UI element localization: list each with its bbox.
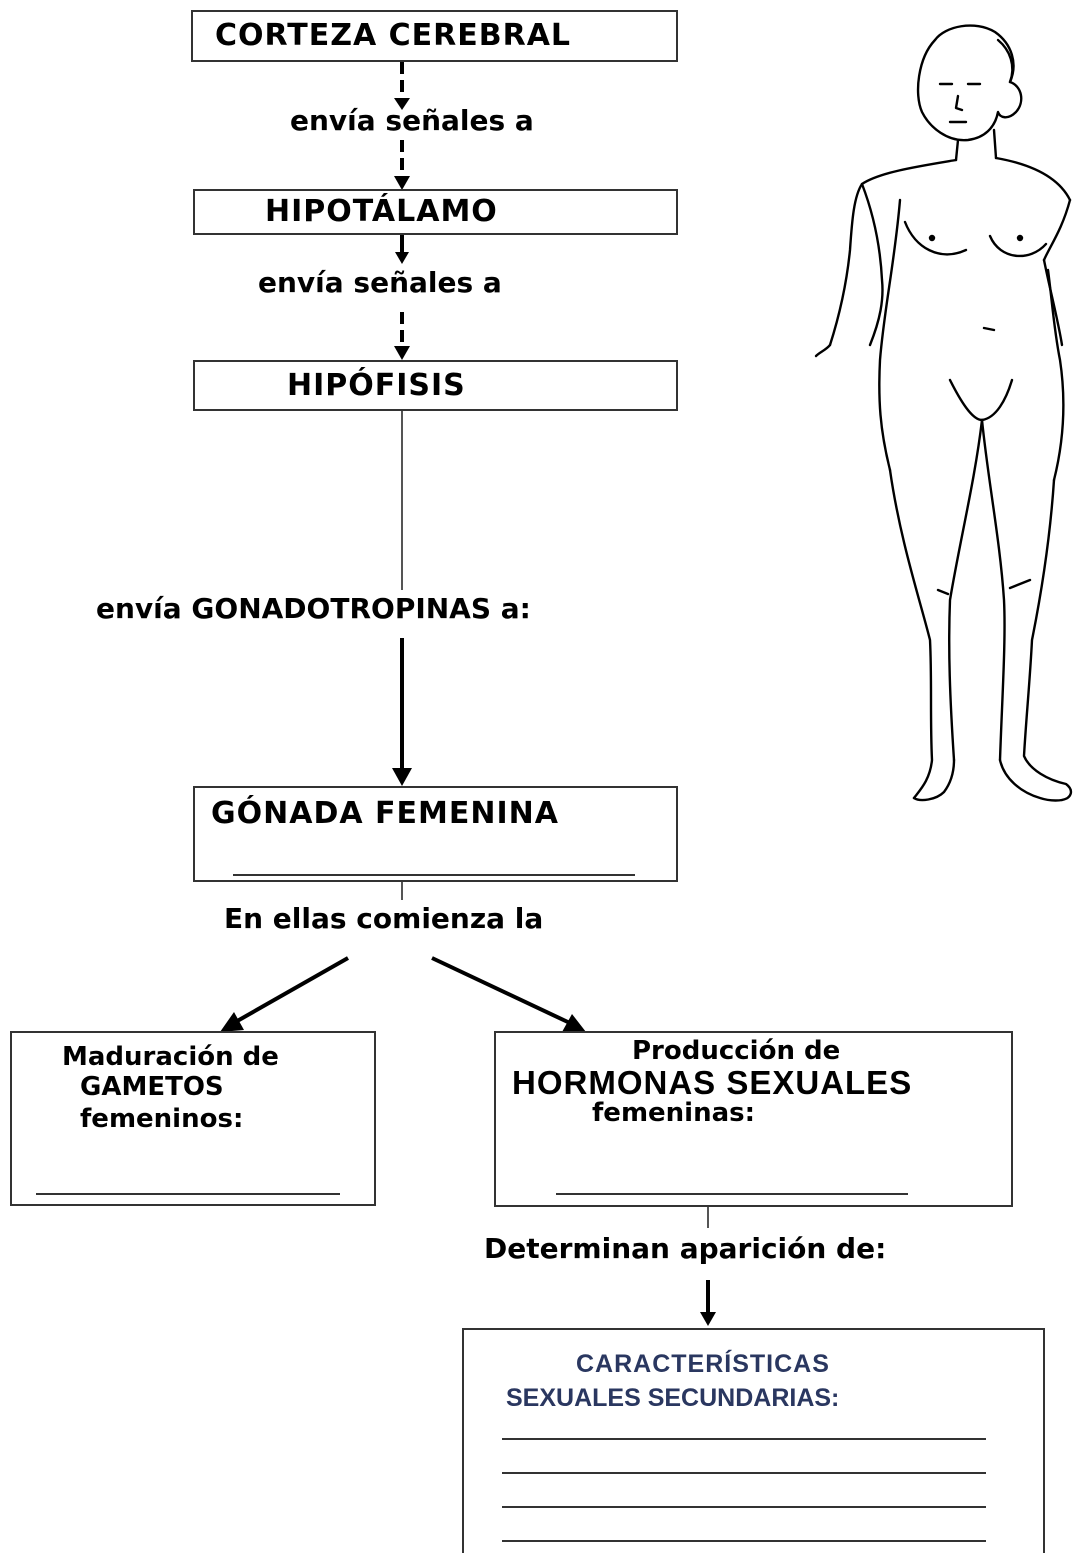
node-gonada-label: GÓNADA FEMENINA [211,796,559,831]
node-corteza-cerebral: CORTEZA CEREBRAL [191,10,678,62]
caracteristicas-blank-2[interactable] [502,1472,986,1474]
edge-corteza-hipotalamo [394,62,410,190]
produccion-line-3: femeninas: [592,1098,756,1128]
node-hipotalamo-label: HIPOTÁLAMO [265,194,498,229]
node-produccion-hormonas: Producción de HORMONAS SEXUALES femenina… [494,1031,1013,1207]
node-hipofisis: HIPÓFISIS [193,360,678,411]
produccion-line-2: HORMONAS SEXUALES [512,1064,913,1101]
caracteristicas-line-1: CARACTERÍSTICAS [576,1350,830,1378]
edge-hormonas-caracteristicas [700,1207,716,1326]
edge-label-determinan: Determinan aparición de: [484,1232,887,1265]
produccion-line-1: Producción de [632,1036,841,1066]
caracteristicas-blank-4[interactable] [502,1540,986,1542]
produccion-answer-blank[interactable] [556,1193,908,1195]
node-maduracion-gametos: Maduración de GAMETOS femeninos: [10,1031,376,1206]
caracteristicas-line-2: SEXUALES SECUNDARIAS: [506,1384,840,1412]
edge-label-en-ellas: En ellas comienza la [224,902,544,935]
edge-label-corteza-hipotalamo: envía señales a [290,104,534,137]
edge-split-arrows [220,956,586,1032]
node-hipotalamo: HIPOTÁLAMO [193,189,678,235]
edge-hipofisis-gonada [392,411,412,786]
node-hipofisis-label: HIPÓFISIS [287,368,466,403]
node-corteza-label: CORTEZA CEREBRAL [215,18,572,53]
edge-label-gonadotropinas: envía GONADOTROPINAS a: [96,592,531,625]
edge-hipotalamo-hipofisis [394,234,410,360]
female-body-illustration [814,24,1073,802]
caracteristicas-blank-1[interactable] [502,1438,986,1440]
maduracion-line-3: femeninos: [80,1104,244,1134]
node-caracteristicas-sexuales: CARACTERÍSTICAS SEXUALES SECUNDARIAS: [462,1328,1045,1553]
maduracion-answer-blank[interactable] [36,1193,340,1195]
gonada-answer-blank[interactable] [233,874,635,876]
maduracion-line-1: Maduración de [62,1042,279,1072]
edge-label-hipotalamo-hipofisis: envía señales a [258,266,502,299]
node-gonada-femenina: GÓNADA FEMENINA [193,786,678,882]
maduracion-line-2: GAMETOS [80,1072,224,1102]
caracteristicas-blank-3[interactable] [502,1506,986,1508]
